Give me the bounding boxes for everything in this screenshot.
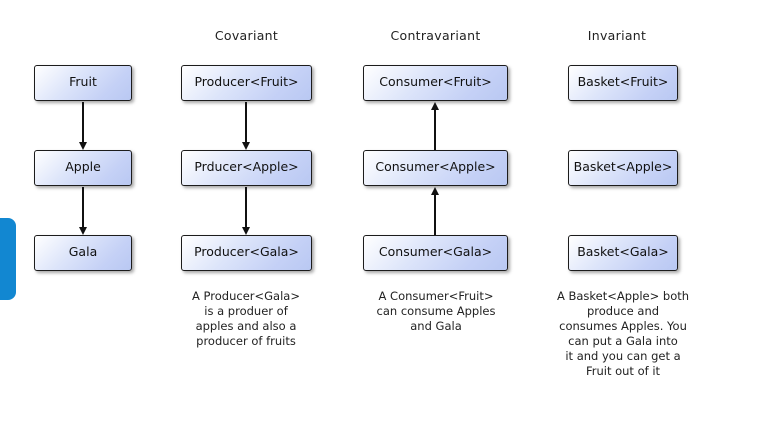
- node-apple: Apple: [34, 150, 132, 186]
- node-consumer-gala: Consumer<Gala>: [363, 235, 508, 271]
- column-header-invariant: Invariant: [587, 28, 647, 43]
- column-header-covariant: Covariant: [214, 28, 279, 43]
- arrow-producer-fruit-to-apple: [241, 102, 250, 150]
- node-producer-gala: Producer<Gala>: [181, 235, 312, 271]
- node-basket-gala: Basket<Gala>: [568, 235, 678, 271]
- arrow-apple-to-gala: [78, 187, 87, 235]
- node-basket-fruit: Basket<Fruit>: [568, 65, 678, 101]
- node-consumer-fruit: Consumer<Fruit>: [363, 65, 508, 101]
- caption-invariant: A Basket<Apple> both produce and consume…: [556, 289, 690, 378]
- node-producer-apple: Prducer<Apple>: [181, 150, 312, 186]
- node-fruit: Fruit: [34, 65, 132, 101]
- column-header-contravariant: Contravariant: [390, 28, 481, 43]
- arrow-consumer-gala-to-apple: [430, 187, 439, 235]
- caption-contravariant: A Consumer<Fruit> can consume Apples and…: [376, 289, 496, 333]
- arrow-fruit-to-apple: [78, 102, 87, 150]
- left-edge-tab[interactable]: [0, 218, 16, 300]
- node-gala: Gala: [34, 235, 132, 271]
- node-basket-apple: Basket<Apple>: [568, 150, 678, 186]
- caption-covariant: A Producer<Gala> is a produer of apples …: [192, 289, 300, 348]
- arrow-producer-apple-to-gala: [241, 187, 250, 235]
- arrow-consumer-apple-to-fruit: [430, 102, 439, 150]
- node-consumer-apple: Consumer<Apple>: [363, 150, 508, 186]
- node-producer-fruit: Producer<Fruit>: [181, 65, 312, 101]
